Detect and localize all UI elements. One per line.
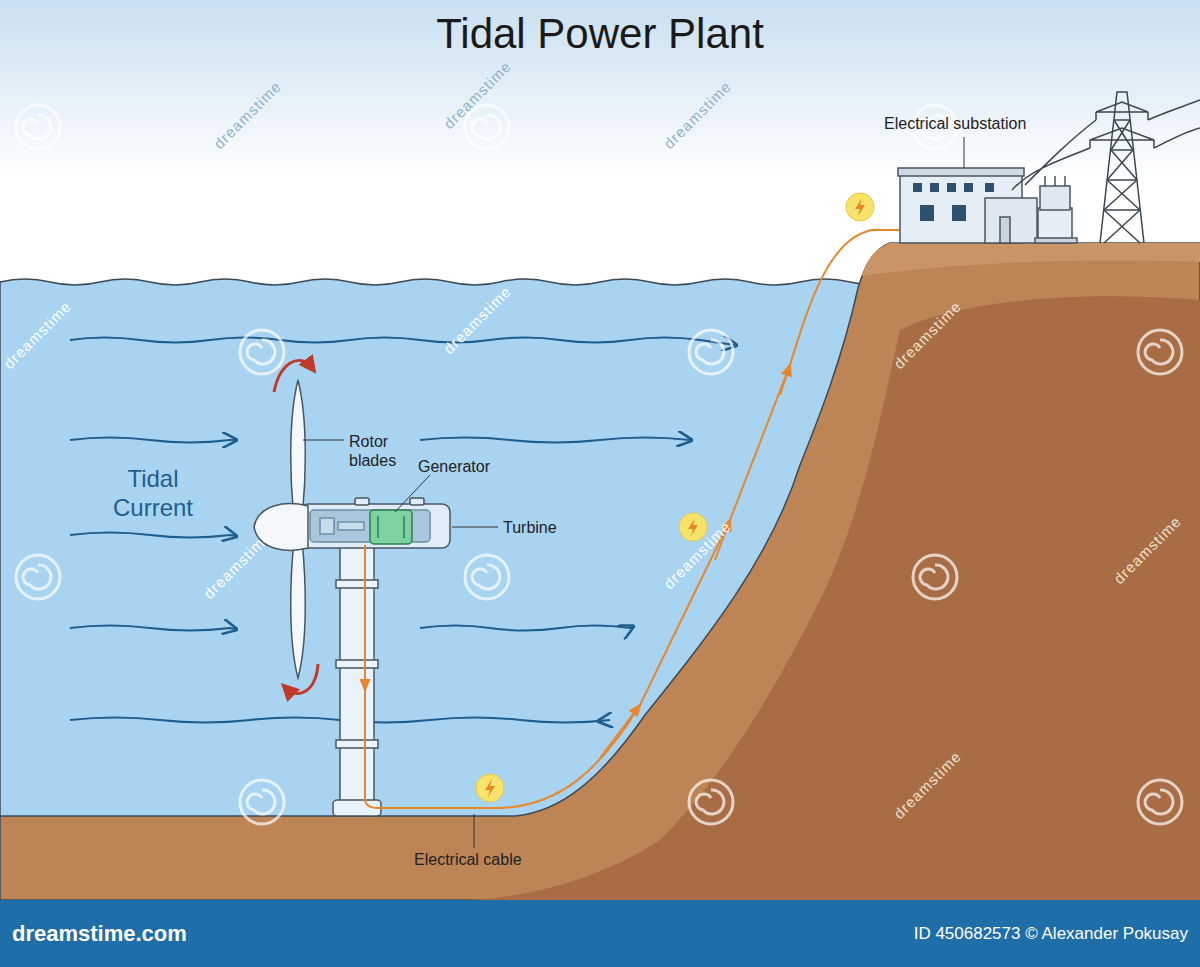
footer-band: dreamstime.com ID 450682573 © Alexander P… <box>0 900 1200 967</box>
electrical-cable <box>365 230 900 808</box>
watermark: dreamstime <box>200 528 275 603</box>
sky <box>0 0 1200 300</box>
cliff-top <box>862 243 1200 276</box>
turbine-tower <box>333 546 381 816</box>
seabed-cliff <box>0 243 1200 900</box>
rock-layer <box>460 296 1200 900</box>
part-label: Generator <box>418 457 490 476</box>
watermark: dreamstime <box>440 58 515 133</box>
turbine-nacelle <box>300 498 450 548</box>
watermark: dreamstime <box>440 283 515 358</box>
watermark: dreamstime <box>210 78 285 153</box>
watermark: dreamstime <box>890 298 965 373</box>
current-arrows <box>70 338 735 723</box>
current-label: Tidal Current <box>88 465 218 523</box>
watermark: dreamstime <box>660 518 735 593</box>
watermark: dreamstime <box>660 78 735 153</box>
electricity-markers <box>476 193 874 802</box>
part-label: Electrical substation <box>884 114 1026 133</box>
watermark: dreamstime <box>0 298 75 373</box>
leader-lines <box>303 137 964 848</box>
title: Tidal Power Plant <box>0 10 1200 58</box>
part-label: Electrical cable <box>414 850 522 869</box>
watermark: dreamstime <box>1110 513 1185 588</box>
site-name: dreamstime.com <box>12 921 187 947</box>
part-label: Turbine <box>503 518 557 537</box>
image-credit: ID 450682573 © Alexander Pokusay <box>914 924 1188 944</box>
substation-building <box>898 168 1077 243</box>
rotation-arrows <box>274 360 318 693</box>
watermark: dreamstime <box>890 748 965 823</box>
watermark-icons <box>16 105 1182 824</box>
part-label: Rotor blades <box>349 432 419 470</box>
power-pylon <box>1012 92 1200 243</box>
